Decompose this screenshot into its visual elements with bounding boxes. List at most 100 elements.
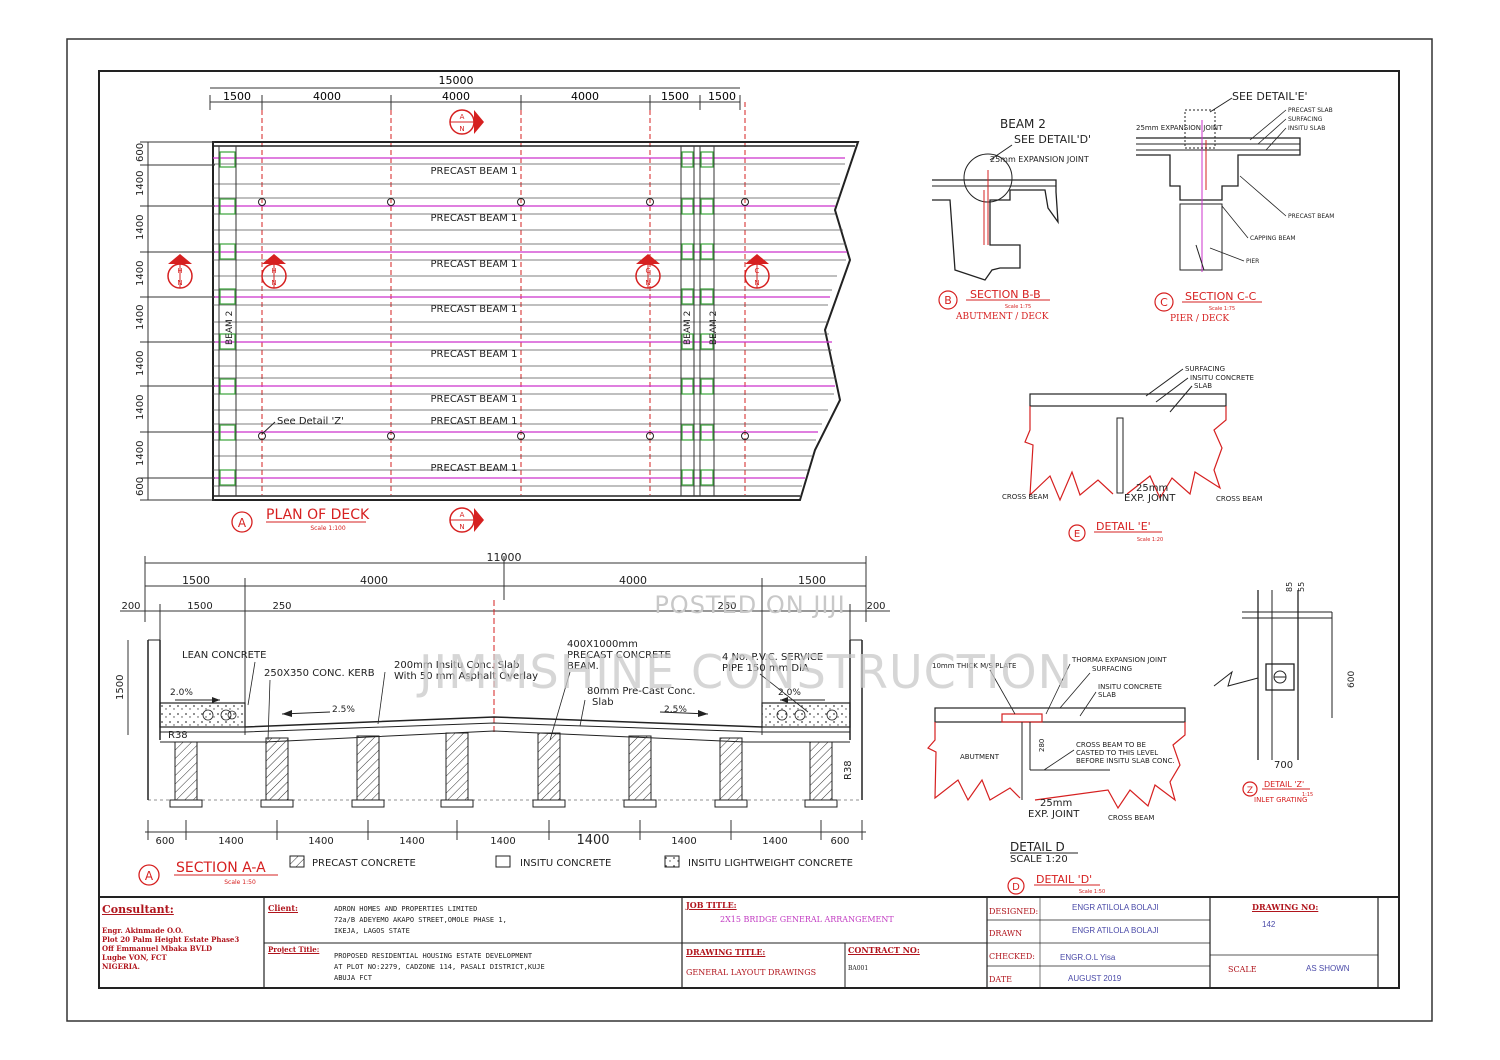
plan-left-dim: 1400: [135, 305, 146, 330]
section-c-subtitle: PIER / DECK: [1170, 314, 1229, 324]
detail-z-bottom-dim: 700: [1274, 760, 1293, 771]
section-c-joint: 25mm EXPANSION JOINT: [1136, 124, 1223, 132]
detail-d-heading-scale: SCALE 1:20: [1010, 854, 1068, 865]
section-a-top-dim: 4000: [360, 574, 388, 587]
section-a-sub-dim: 200: [866, 601, 885, 612]
label-kerb: 250X350 CONC. KERB: [264, 668, 375, 679]
label-beam: PRECAST CONCRETE: [567, 650, 671, 661]
fall-right: 2.5%: [664, 705, 687, 715]
plan-top-dim: 1500: [223, 90, 251, 103]
detail-d: 10mm THICK M/S PLATE THORMA EXPANSION JO…: [927, 656, 1186, 895]
section-b-title: SECTION B-B: [970, 288, 1041, 301]
legend-label: INSITU LIGHTWEIGHT CONCRETE: [688, 858, 853, 869]
drawing-title: GENERAL LAYOUT DRAWINGS: [686, 968, 817, 977]
plan-top-dim: 1500: [708, 90, 736, 103]
detail-d-dim: 280: [1038, 739, 1046, 752]
contract-no: BA001: [848, 965, 869, 972]
svg-text:N: N: [645, 279, 650, 287]
detail-d-cross-note: BEFORE INSITU SLAB CONC.: [1076, 757, 1175, 765]
section-a-sub-dim: 200: [121, 601, 140, 612]
plan-left-dim: 1400: [135, 351, 146, 376]
plan-of-deck: 15000 1500 4000 4000 4000 1500 1500: [135, 74, 860, 533]
drawing-title-label: DRAWING TITLE:: [686, 947, 766, 957]
designed-by: ENGR ATILOLA BOLAJI: [1072, 903, 1159, 912]
section-c-label: PRECAST SLAB: [1288, 107, 1333, 114]
label-beam: 400X1000mm: [567, 639, 638, 650]
drawing-no: 142: [1262, 920, 1276, 929]
detail-d-plate: 10mm THICK M/S PLATE: [932, 662, 1016, 670]
project-info: PROPOSED RESIDENTIAL HOUSING ESTATE DEVE…: [334, 952, 545, 982]
plan-left-dim: 1400: [135, 171, 146, 196]
checked-label: CHECKED:: [989, 952, 1035, 961]
section-b-beam: BEAM 2: [1000, 117, 1046, 131]
section-a-sub-dim: 1500: [187, 601, 212, 612]
label-slab: With 50 mm Asphalt Overlay: [394, 671, 538, 682]
beam-label: PRECAST BEAM 1: [431, 213, 518, 224]
section-b-scale: Scale 1:75: [1005, 304, 1031, 310]
section-a-bottom-dim: 1400: [576, 833, 609, 848]
label-lean-concrete: LEAN CONCRETE: [182, 650, 266, 661]
svg-text:N: N: [271, 279, 276, 287]
section-a-bottom-dim: 1400: [308, 836, 333, 847]
plan-top-dim: 4000: [313, 90, 341, 103]
section-a-bottom-dim: 1400: [762, 836, 787, 847]
section-a-top-dim: 1500: [182, 574, 210, 587]
detail-d-joint: THORMA EXPANSION JOINT: [1071, 656, 1167, 664]
detail-d-cross-note: CASTED TO THIS LEVEL: [1076, 749, 1158, 757]
section-a-left-dim: 1500: [115, 675, 126, 700]
legend-swatch-precast: [289, 855, 305, 868]
section-c-label: SURFACING: [1288, 116, 1323, 123]
contract-label: CONTRACT NO:: [848, 945, 920, 955]
detail-z-dim: 85: [1285, 582, 1294, 592]
plan-overall-dim: 15000: [439, 74, 474, 87]
section-c-pier: PIER: [1246, 258, 1259, 265]
consultant-label: Consultant:: [102, 903, 174, 916]
section-b-b: BEAM 2 SEE DETAIL'D' 25mm EXPANSION JOIN…: [932, 117, 1091, 322]
beam-label: PRECAST BEAM 1: [431, 349, 518, 360]
slope-left: 2.0%: [170, 688, 193, 698]
detail-d-cross-beam: CROSS BEAM: [1108, 814, 1154, 822]
detail-z: 600 85 55 700 Z DETAIL 'Z' 1:15 INLET GR…: [1213, 582, 1357, 804]
section-marker-h: H N: [261, 254, 287, 289]
section-a-bottom-dim: 600: [155, 836, 174, 847]
fall-left: 2.5%: [332, 705, 355, 715]
plan-left-dim: 1400: [135, 441, 146, 466]
detail-d-abutment: ABUTMENT: [960, 753, 1000, 761]
plan-left-dim: 1400: [135, 261, 146, 286]
detail-e-title: DETAIL 'E': [1096, 520, 1151, 533]
svg-text:C: C: [755, 267, 760, 275]
section-a-sub-dim: 250: [717, 601, 736, 612]
radius-right: R38: [843, 760, 854, 780]
section-a-bottom-dim: 1400: [490, 836, 515, 847]
beam2-label: BEAM 2: [225, 311, 235, 345]
detail-z-title: DETAIL 'Z': [1264, 780, 1304, 789]
drawn-by: ENGR ATILOLA BOLAJI: [1072, 926, 1159, 935]
section-a-bottom-dim: 1400: [671, 836, 696, 847]
detail-d-scale: Scale 1:50: [1079, 889, 1105, 895]
section-c-capping: CAPPING BEAM: [1250, 235, 1296, 242]
detail-e-cross-left: CROSS BEAM: [1002, 493, 1048, 501]
detail-e-joint: EXP. JOINT: [1124, 493, 1176, 504]
section-a-top-dim: 4000: [619, 574, 647, 587]
detail-e: SURFACING INSITU CONCRETE SLAB CROSS BEA…: [1002, 365, 1262, 543]
section-a-sub-dim: 250: [272, 601, 291, 612]
beam-label: PRECAST BEAM 1: [431, 304, 518, 315]
detail-z-scale: 1:15: [1302, 792, 1313, 798]
section-b-see-detail: SEE DETAIL'D': [1014, 133, 1091, 146]
detail-d-joint-dim: EXP. JOINT: [1028, 809, 1080, 820]
designed-label: DESIGNED:: [989, 907, 1039, 916]
section-marker-h-left: H N: [167, 254, 193, 289]
label-beam: BEAM.: [567, 661, 599, 672]
detail-e-joint: 25mm: [1136, 483, 1168, 494]
section-a-scale: Scale 1:50: [224, 879, 256, 886]
plan-title: PLAN OF DECK: [266, 507, 370, 523]
detail-e-letter: E: [1074, 529, 1080, 540]
section-c-c: SEE DETAIL'E' 25mm EXPANSION JOINT PRECA…: [1136, 90, 1334, 324]
legend-label: PRECAST CONCRETE: [312, 858, 416, 869]
drawn-label: DRAWN: [989, 929, 1023, 938]
plan-left-dim: 600: [135, 477, 146, 496]
beam-label: PRECAST BEAM 1: [431, 463, 518, 474]
watermark-posted: POSTED ON JIJI: [654, 591, 845, 619]
section-c-scale: Scale 1:75: [1209, 306, 1235, 312]
